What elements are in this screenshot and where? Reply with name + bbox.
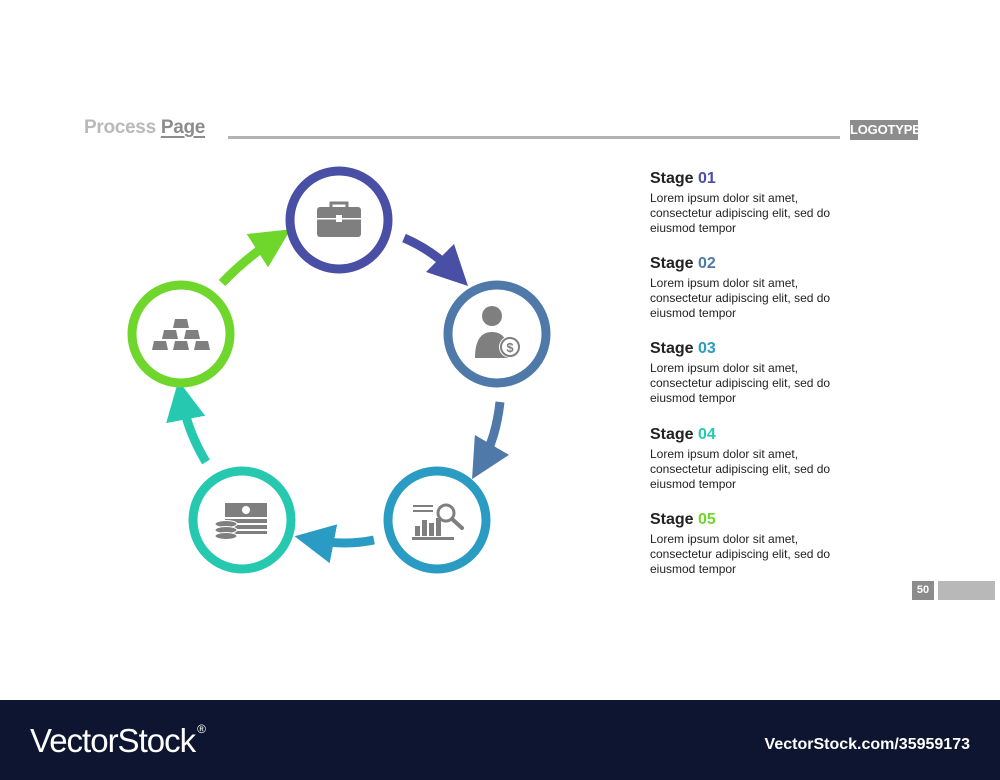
vectorstock-logo: VectorStock® <box>30 722 206 760</box>
stage-03-title: Stage 03 <box>650 340 880 358</box>
process-cycle-diagram: $ <box>127 166 551 574</box>
person-dollar-icon: $ <box>475 306 521 358</box>
money-stack-icon <box>214 503 267 540</box>
stage-04-description: Lorem ipsum dolor sit amet, consectetur … <box>650 447 880 492</box>
stage-02-line-1: Lorem ipsum dolor sit amet, <box>650 276 799 290</box>
slide: Process Page LOGOTYPE <box>84 117 995 600</box>
logotype: LOGOTYPE <box>850 120 921 140</box>
stage-04-line-2: consectetur adipiscing elit, sed do <box>650 462 831 476</box>
stage5-ring <box>127 280 235 388</box>
page-number-bar <box>938 581 995 600</box>
stage-02-number: 02 <box>698 255 716 272</box>
stage-02-description: Lorem ipsum dolor sit amet, consectetur … <box>650 276 880 321</box>
page-title: Process Page <box>84 117 205 139</box>
stage-04-label: Stage <box>650 426 699 443</box>
watermark-footer: VectorStock® VectorStock.com/35959173 <box>0 700 1000 780</box>
stage-02-block: Stage 02 Lorem ipsum dolor sit amet, con… <box>650 255 880 321</box>
stage-02-line-3: eiusmod tempor <box>650 306 737 320</box>
chart-magnifier-icon <box>412 503 464 540</box>
stage-05-label: Stage <box>650 511 699 528</box>
page-number: 50 <box>912 581 934 600</box>
stage-03-block: Stage 03 Lorem ipsum dolor sit amet, con… <box>650 340 880 406</box>
stage-01-title: Stage 01 <box>650 170 880 188</box>
stage-04-line-1: Lorem ipsum dolor sit amet, <box>650 447 799 461</box>
arrow-stage1-to-stage2 <box>402 233 469 286</box>
stage-03-line-2: consectetur adipiscing elit, sed do <box>650 376 831 390</box>
stage-02-line-2: consectetur adipiscing elit, sed do <box>650 291 831 305</box>
stage-01-number: 01 <box>698 170 716 187</box>
stage-03-description: Lorem ipsum dolor sit amet, consectetur … <box>650 361 880 406</box>
registered-mark: ® <box>197 722 206 736</box>
stage-03-label: Stage <box>650 340 699 357</box>
arrow-stage2-to-stage3 <box>472 401 510 480</box>
stage-03-line-3: eiusmod tempor <box>650 391 737 405</box>
stage-01-line-3: eiusmod tempor <box>650 221 737 235</box>
arrow-stage5-to-stage1 <box>218 229 291 287</box>
briefcase-icon <box>317 201 361 237</box>
stage-01-description: Lorem ipsum dolor sit amet, consectetur … <box>650 191 880 236</box>
stage-01-line-1: Lorem ipsum dolor sit amet, <box>650 191 799 205</box>
stage-05-line-1: Lorem ipsum dolor sit amet, <box>650 532 799 546</box>
stage-05-number: 05 <box>698 511 716 528</box>
image-id: VectorStock.com/35959173 <box>764 736 970 753</box>
stage-05-line-2: consectetur adipiscing elit, sed do <box>650 547 831 561</box>
arrow-stage4-to-stage5 <box>166 380 210 465</box>
stage-04-title: Stage 04 <box>650 426 880 444</box>
stage-05-description: Lorem ipsum dolor sit amet, consectetur … <box>650 532 880 577</box>
gold-bars-icon <box>152 319 210 350</box>
stage-04-line-3: eiusmod tempor <box>650 477 737 491</box>
stage-02-title: Stage 02 <box>650 255 880 273</box>
stage-02-label: Stage <box>650 255 699 272</box>
stage-01-block: Stage 01 Lorem ipsum dolor sit amet, con… <box>650 170 880 236</box>
page-title-dark: Page <box>160 117 206 138</box>
stage-05-block: Stage 05 Lorem ipsum dolor sit amet, con… <box>650 511 880 577</box>
header-rule <box>228 136 840 139</box>
stage-01-label: Stage <box>650 170 699 187</box>
stage-04-number: 04 <box>698 426 716 443</box>
svg-text:$: $ <box>506 340 514 355</box>
brand-name: VectorStock <box>30 722 196 759</box>
stage-03-line-1: Lorem ipsum dolor sit amet, <box>650 361 799 375</box>
stage-03-number: 03 <box>698 340 716 357</box>
stage-04-block: Stage 04 Lorem ipsum dolor sit amet, con… <box>650 426 880 492</box>
stage-05-line-3: eiusmod tempor <box>650 562 737 576</box>
arrow-stage3-to-stage4 <box>294 524 375 564</box>
page-title-light: Process <box>84 117 161 138</box>
stage-05-title: Stage 05 <box>650 511 880 529</box>
stage-01-line-2: consectetur adipiscing elit, sed do <box>650 206 831 220</box>
